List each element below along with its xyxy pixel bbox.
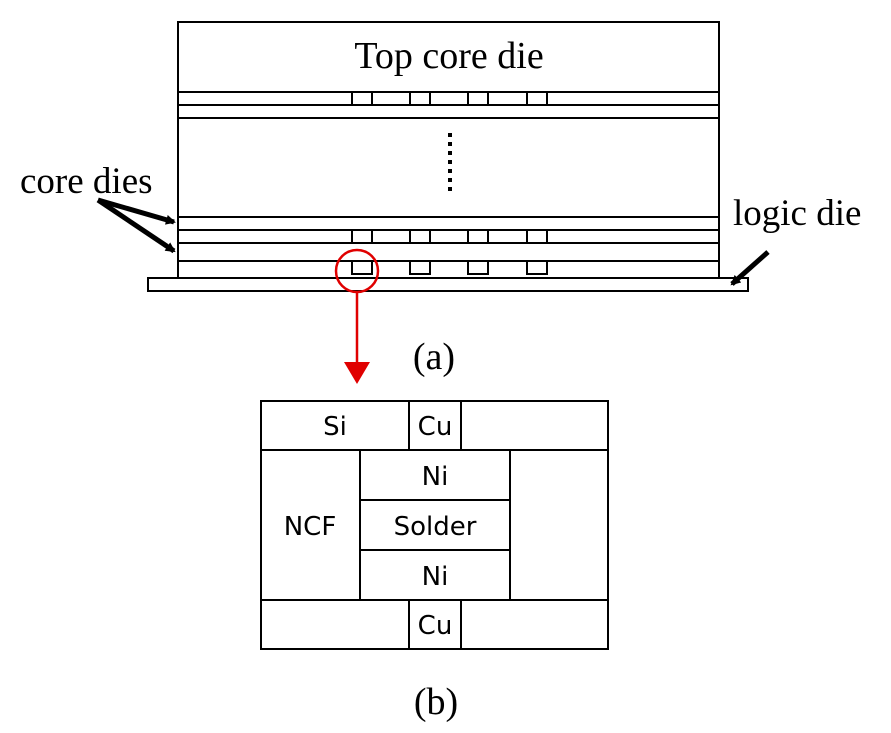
core-dies-label: core dies [20,161,153,202]
bump [467,229,489,244]
bump [351,260,373,275]
bump [526,260,548,275]
ni-bottom-label: Ni [422,562,449,592]
ni-top-cell [359,449,511,501]
cu-bottom-label: Cu [418,611,453,641]
core-dies-arrow [96,197,176,254]
si-label: Si [323,412,347,442]
bump [467,260,489,275]
ni-bottom-cell [359,549,511,601]
caption-a: (a) [413,336,455,378]
logic-die [147,277,749,292]
bump [351,91,373,106]
die-stack [147,21,749,292]
bump-cross-section [260,400,609,650]
bump [526,229,548,244]
core-dies-arrow [97,197,176,225]
stack-outline [177,21,720,279]
solder-cell [359,499,511,551]
bump [409,229,431,244]
bump [409,91,431,106]
ni-top-label: Ni [422,462,449,492]
ncf-label: NCF [284,512,337,542]
bump [351,229,373,244]
logic-die-arrow [730,250,770,286]
cu-top-label: Cu [418,412,453,442]
highlight-arrowhead [344,362,370,384]
solder-label: Solder [394,512,477,542]
bump [526,91,548,106]
caption-b: (b) [414,681,458,723]
bump [409,260,431,275]
bump [467,91,489,106]
top-core-die-label: Top core die [354,35,543,77]
micro-bumps [351,91,548,275]
logic-die-label: logic die [733,193,861,234]
